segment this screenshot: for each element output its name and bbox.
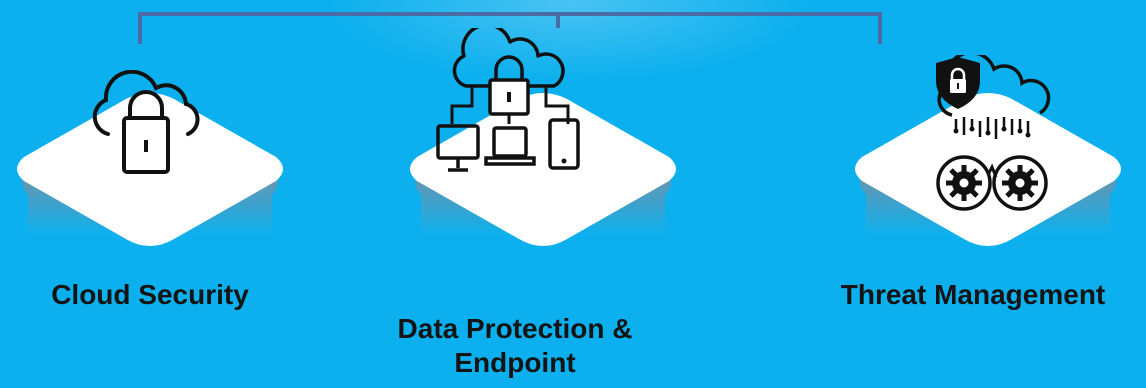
data-protection-label: Data Protection & Endpoint <box>397 313 633 378</box>
cloud-lock-icon <box>92 70 200 174</box>
connector-bracket <box>138 12 882 44</box>
cloud-security-label: Cloud Security <box>51 279 249 310</box>
cloud-network-devices-icon <box>436 28 580 172</box>
cloud-shield-gears-icon <box>936 55 1051 211</box>
threat-management-label: Threat Management <box>840 279 1106 310</box>
